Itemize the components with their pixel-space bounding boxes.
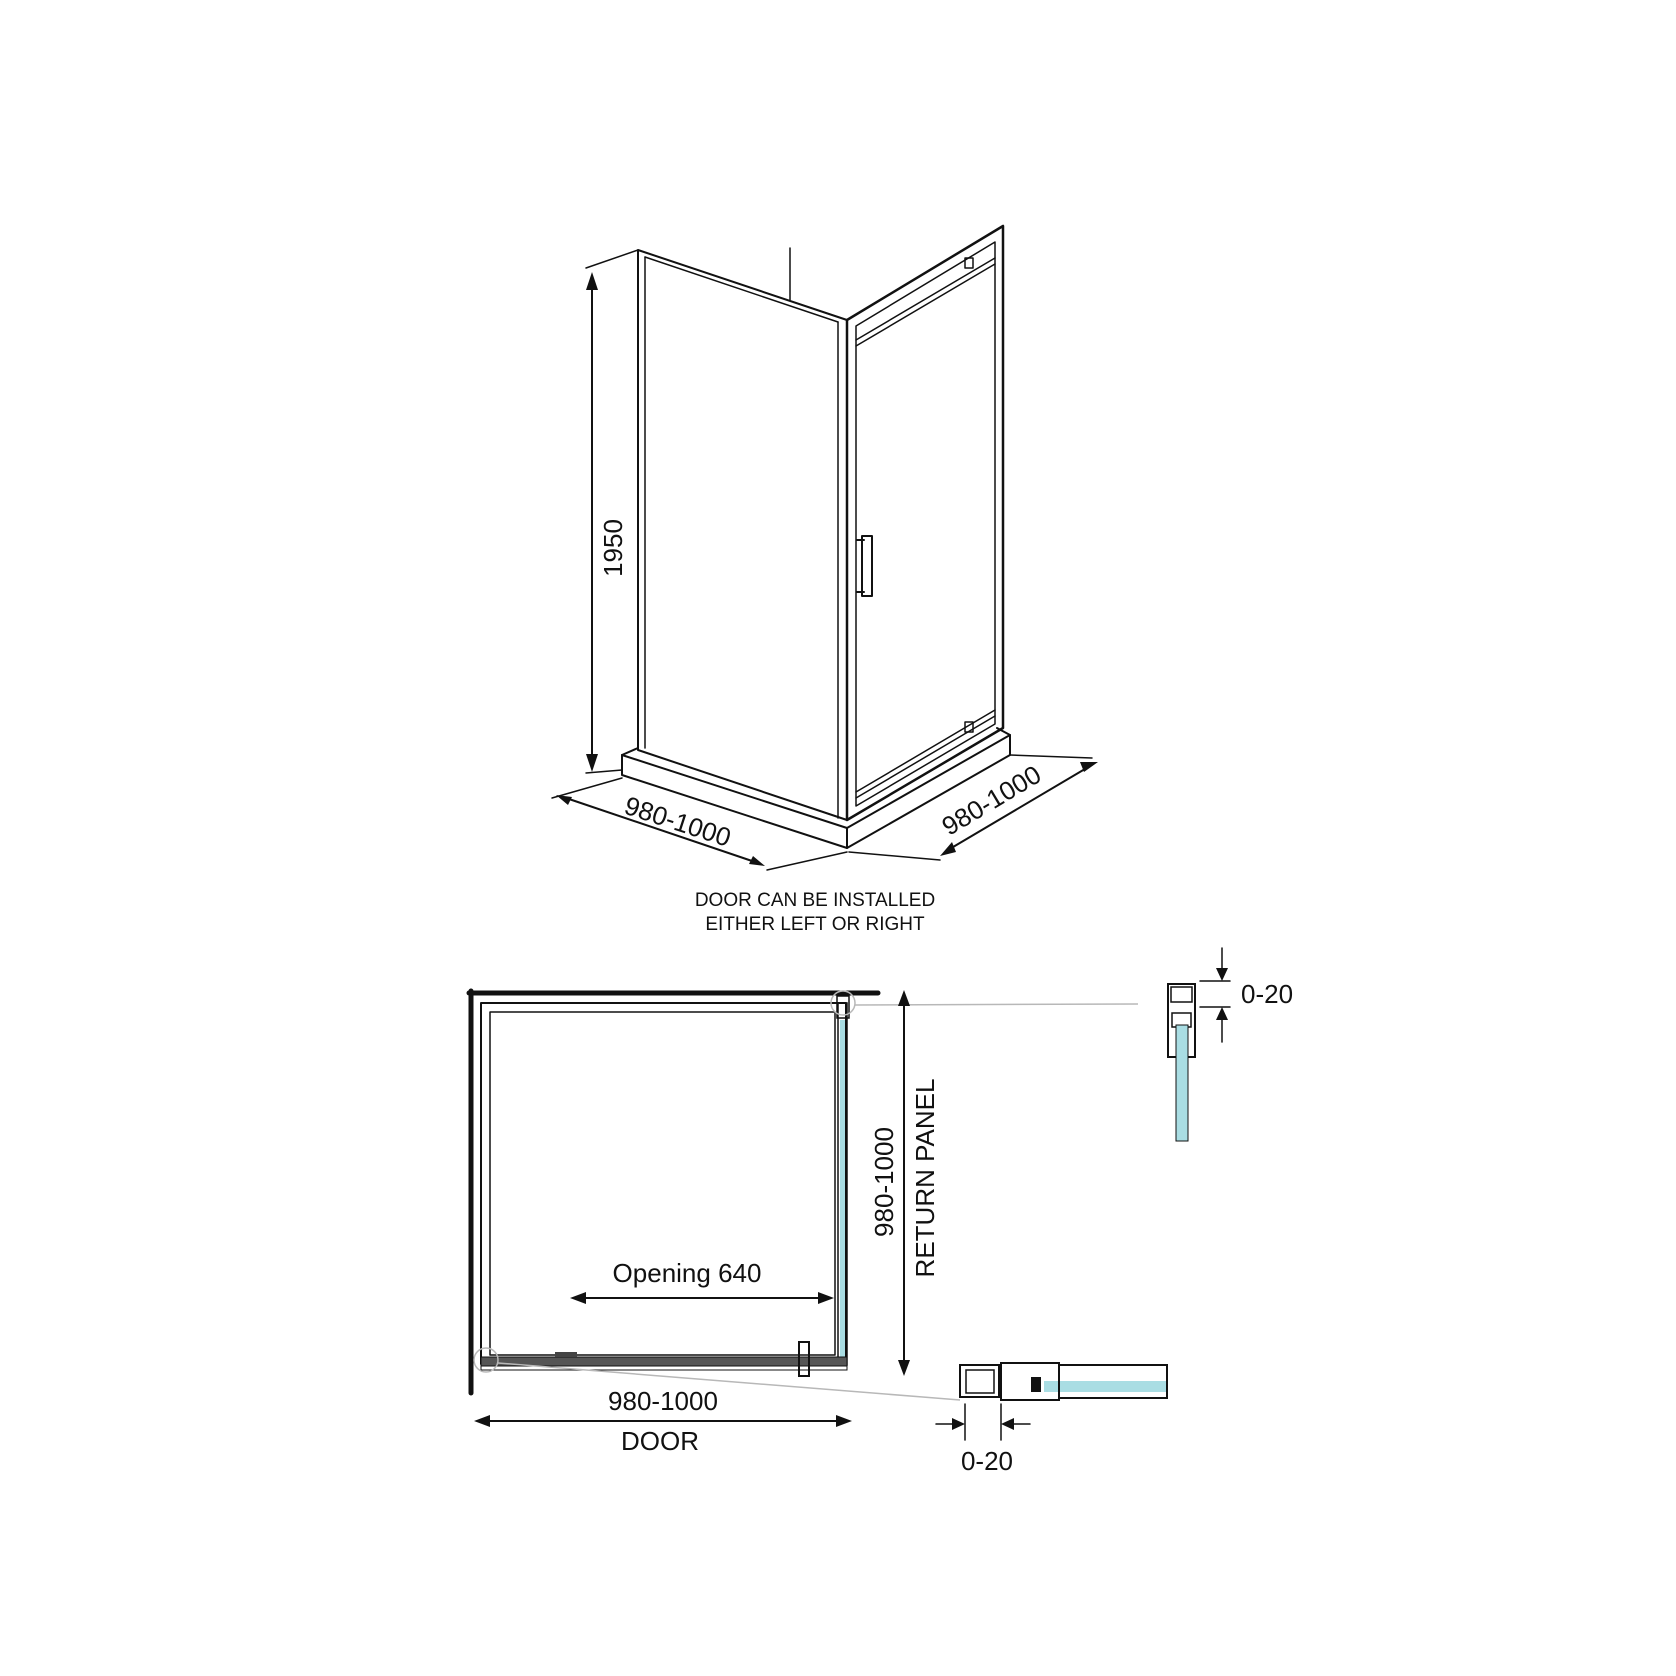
detail-marker-bottom [473,1347,499,1373]
door-label: DOOR [621,1426,699,1456]
detail-bottom-wall-profile: 0-20 [935,1362,1168,1476]
return-dimension: 980-1000 RETURN PANEL [869,990,940,1376]
detail-marker-top [830,990,856,1016]
detail-top-wall-profile: 0-20 [1167,947,1293,1142]
tray-inner [489,1011,836,1356]
width-dimension-left: 980-1000 [551,777,848,871]
door-track-plan [480,1341,848,1377]
leader-line-top [854,1003,1139,1006]
top-adjustment-label: 0-20 [1241,979,1293,1009]
tray-outer [480,1002,847,1365]
installation-note-line1: DOOR CAN BE INSTALLED [695,890,935,911]
width-left-label: 980-1000 [621,790,735,852]
leader-line-bottom [497,1362,961,1401]
door-dimension-label: 980-1000 [608,1386,718,1416]
height-dimension-label: 1950 [598,519,628,577]
side-panel [637,249,848,821]
width-dimension-right: 980-1000 [848,754,1098,861]
shower-tray [621,727,1011,849]
bottom-adjustment-label: 0-20 [961,1446,1013,1476]
height-dimension: 1950 [585,249,639,774]
plan-view: Opening 640 980-1000 RETURN PANEL 980-10… [466,988,1139,1456]
door-hinge [798,1341,810,1377]
installation-note-line2: EITHER LEFT OR RIGHT [705,914,925,935]
opening-dimension: Opening 640 [570,1258,834,1304]
door-panel [845,224,1005,822]
elevation-view: 1950 980-1000 980-1000 DOOR CAN BE INSTA… [551,224,1098,935]
return-panel-label: RETURN PANEL [910,1079,940,1278]
door-handle [856,535,873,597]
door-dimension: 980-1000 DOOR [474,1386,852,1456]
return-panel-plan [836,995,850,1366]
width-right-label: 980-1000 [937,759,1047,841]
opening-label: Opening 640 [613,1258,762,1288]
return-dimension-label: 980-1000 [869,1127,899,1237]
